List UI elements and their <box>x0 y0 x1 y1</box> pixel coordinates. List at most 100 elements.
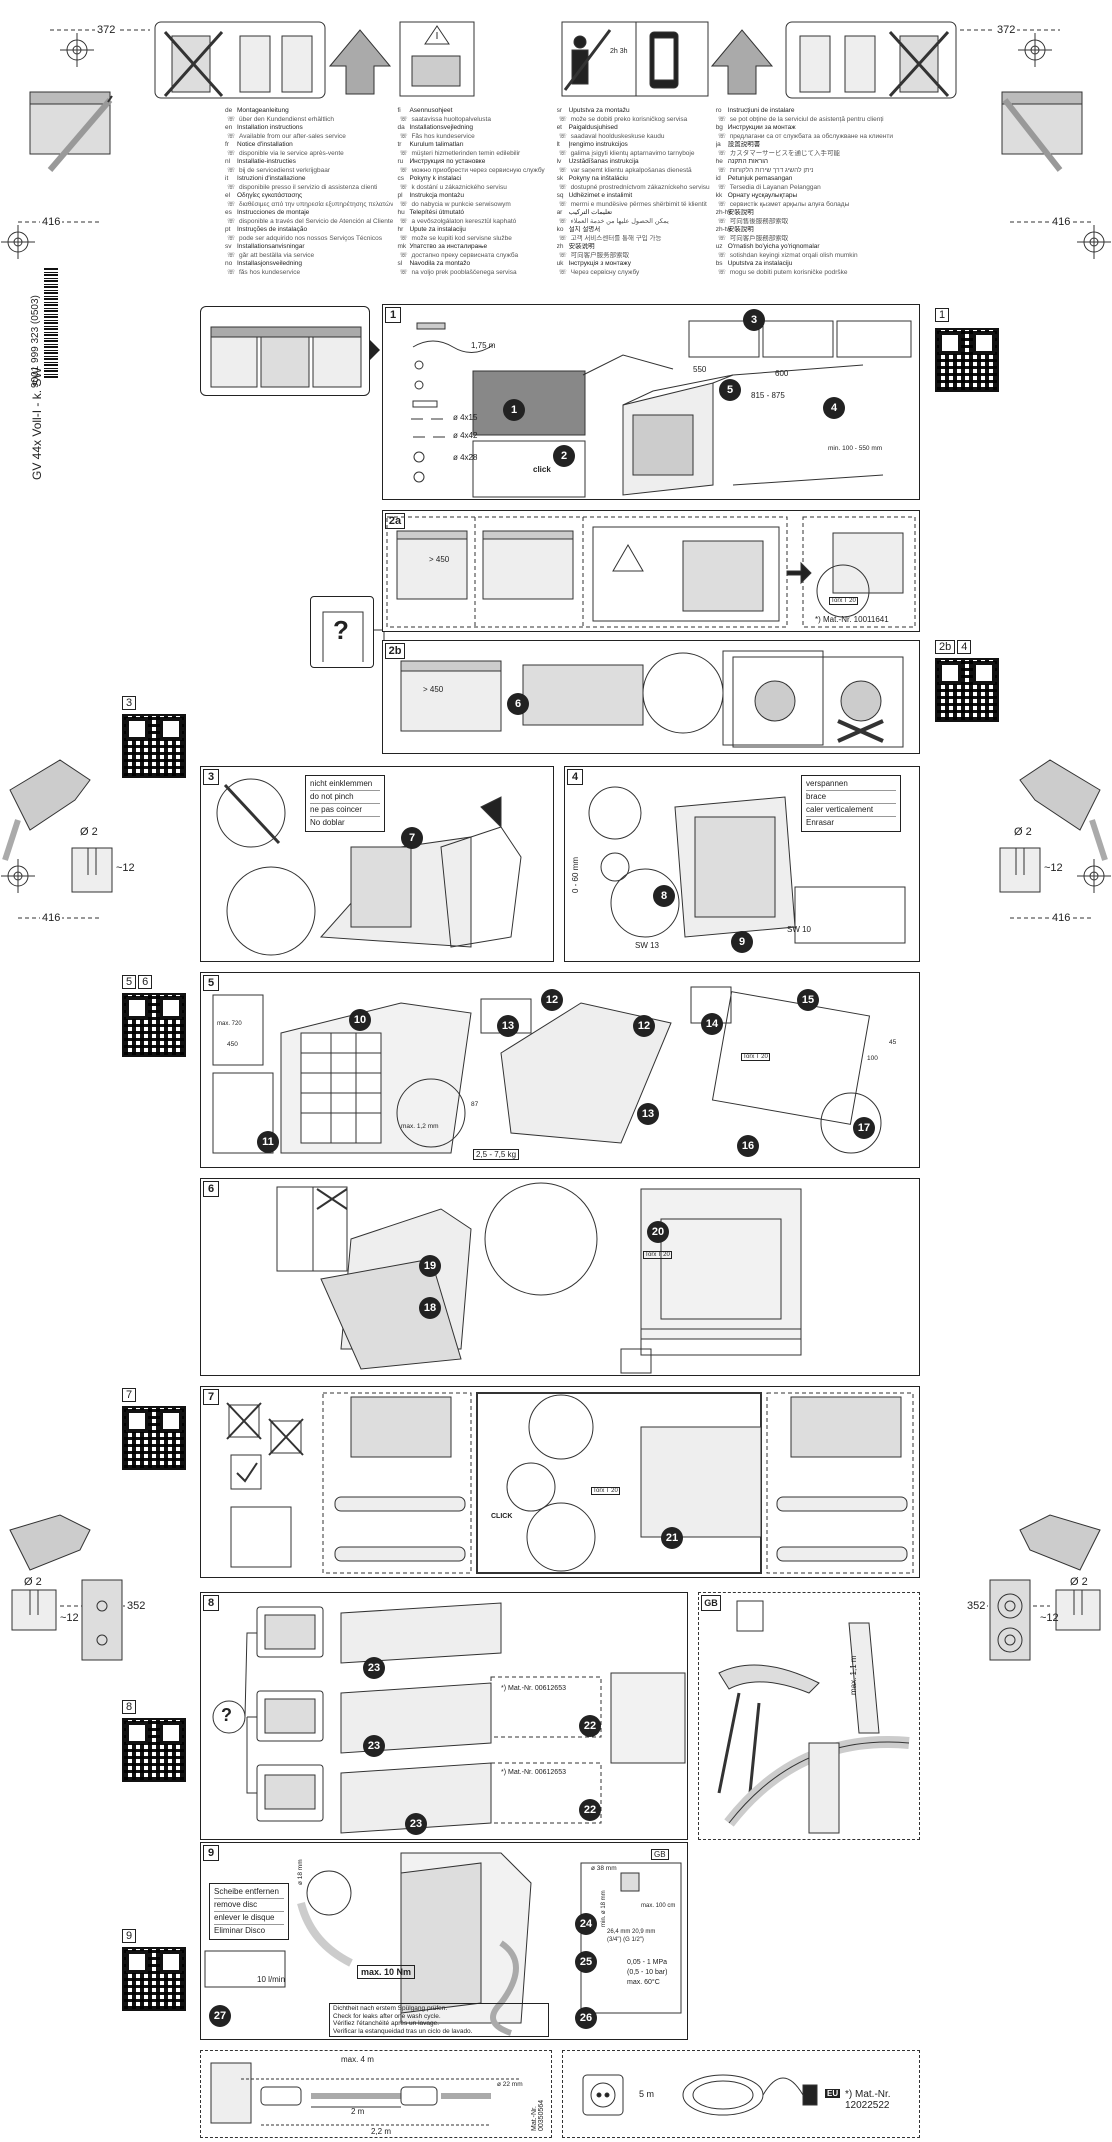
language-sub-text: k dostání u zákaznického servisu <box>411 183 507 191</box>
phone-icon: ☏ <box>717 115 726 123</box>
language-code: sv <box>225 243 232 250</box>
step-badge-23a: 23 <box>363 1657 385 1679</box>
step-panel-3: 3 nicht einklemmen do not pinch ne pas c… <box>200 766 554 962</box>
temp-max: max. 60°C <box>627 1979 660 1986</box>
qr-code-8[interactable] <box>122 1718 186 1782</box>
language-title: Instrucțiuni de instalare <box>727 107 795 114</box>
language-subtitle: ☏saadaval hoolduskeskuse kaudu <box>557 133 712 142</box>
length-22m: 2,2 m <box>371 2127 392 2136</box>
step-panel-4: 4 verspannen brace caler verticalement E… <box>564 766 920 962</box>
language-code: zh-tw <box>715 226 732 233</box>
click-burst: CLICK <box>491 1513 513 1520</box>
timer-label: 2h 3h <box>610 48 628 55</box>
step-badge-24: 24 <box>575 1913 597 1935</box>
phone-icon: ☏ <box>227 217 236 225</box>
phone-icon: ☏ <box>717 217 726 225</box>
step-number: 5 <box>203 975 219 991</box>
step-number: 1 <box>385 307 401 323</box>
language-subtitle: ☏müşteri hizmetlerinden temin edilebilir <box>397 150 552 159</box>
language-sub-text: можно приобрести через сервисную службу <box>411 166 545 174</box>
thread-sizes-2: (3/4") (G 1/2") <box>607 1937 644 1943</box>
language-code: ru <box>397 158 404 165</box>
language-code: hr <box>397 226 404 233</box>
step-badge-18: 18 <box>419 1297 441 1319</box>
step-number: 2b <box>385 643 405 659</box>
language-title: Istruzioni d'installazione <box>237 175 306 182</box>
phone-icon: ☏ <box>399 183 408 191</box>
dim-hinge-left: 352 <box>125 1600 148 1612</box>
max-length: max. 4 m <box>341 2055 374 2064</box>
mat-nr-8b: *) Mat.-Nr. 00612653 <box>501 1769 566 1776</box>
language-code: hu <box>397 209 405 216</box>
phone-icon: ☏ <box>558 115 567 123</box>
language-sub-text: 可向客戶服務部索取 <box>729 234 789 242</box>
torx-label-2a: Torx T 20 <box>829 597 858 605</box>
qr-label-1: 1 <box>935 308 951 322</box>
language-sub-text: se pot obține de la serviciul de asisten… <box>729 115 884 123</box>
mat-nr-8a: *) Mat.-Nr. 00612653 <box>501 1685 566 1692</box>
language-code: ja <box>715 141 721 148</box>
language-code: ar <box>556 209 563 216</box>
language-subtitle: ☏na voljo prek pooblaščenega servisa <box>397 269 552 278</box>
qr-code-9[interactable] <box>122 1947 186 2011</box>
language-title: O'rnatish bo'yicha yo'riqnomalar <box>727 243 820 250</box>
phone-icon: ☏ <box>558 132 567 140</box>
cable-length: 5 m <box>639 2089 655 2099</box>
diam-left-upper: Ø 2 <box>80 826 98 838</box>
language-title: Pokyny na inštaláciu <box>568 175 628 182</box>
phone-icon: ☏ <box>717 166 726 174</box>
qr-code-1[interactable] <box>935 328 999 392</box>
language-subtitle: ☏k dostání u zákaznického servisu <box>397 184 552 193</box>
torx-label-5: Torx T 20 <box>741 1053 770 1061</box>
qr-code-5-6[interactable] <box>122 993 186 1057</box>
language-code: fr <box>225 141 229 148</box>
diam-right-upper: Ø 2 <box>1014 826 1032 838</box>
phone-icon: ☏ <box>399 166 408 174</box>
phone-icon: ☏ <box>227 200 236 208</box>
language-sub-text: do nabycia w punkcie serwisowym <box>411 200 511 208</box>
language-title: Uputstva za montažu <box>568 107 630 114</box>
language-title: 設置説明書 <box>727 141 761 148</box>
qr-label-9: 9 <box>122 1929 138 1943</box>
depth-left-lower: ~12 <box>60 1612 79 1624</box>
torque-label: max. 10 Nm <box>357 1965 416 1979</box>
language-title: 설치 설명서 <box>568 226 601 233</box>
qr-code-2b-4[interactable] <box>935 658 999 722</box>
language-code: de <box>225 107 233 114</box>
qr-code-7[interactable] <box>122 1406 186 1470</box>
step-badge-8: 8 <box>653 885 675 907</box>
step-badge-12a: 12 <box>541 989 563 1011</box>
qr-code-3[interactable] <box>122 714 186 778</box>
phone-icon: ☏ <box>717 200 726 208</box>
step-badge-23c: 23 <box>405 1813 427 1835</box>
language-subtitle: ☏mogu se dobiti putem korisničke podrške <box>716 269 893 278</box>
dim-min: min. 100 - 550 mm <box>828 445 883 452</box>
phone-icon: ☏ <box>558 183 567 191</box>
step-badge-13b: 13 <box>637 1103 659 1125</box>
mat-nr-side: Mat.-Nr. 00350564 <box>531 2099 545 2131</box>
language-subtitle: ☏고객 서비스센터를 통해 구입 가능 <box>557 235 712 244</box>
barcode-text: 9001 999 323 (0503) <box>30 295 41 388</box>
language-title: Įrengimo instrukcijos <box>568 141 628 148</box>
dim-600: 600 <box>775 369 789 378</box>
phone-icon: ☏ <box>558 251 567 259</box>
language-subtitle: ☏var saņemt klientu apkalpošanas dienest… <box>557 167 712 176</box>
phone-icon: ☏ <box>399 200 408 208</box>
qr-label-3: 3 <box>122 696 138 710</box>
step-number: 6 <box>203 1181 219 1197</box>
step-badge-26: 26 <box>575 2007 597 2029</box>
phone-icon: ☏ <box>717 183 726 191</box>
